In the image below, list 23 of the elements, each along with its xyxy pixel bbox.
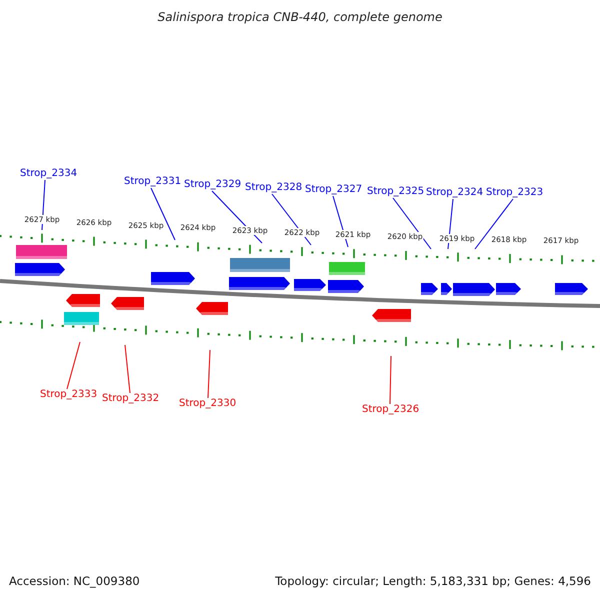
leader-line bbox=[390, 356, 392, 404]
leader-line bbox=[392, 198, 432, 250]
leader-line bbox=[66, 342, 80, 390]
gene-label: Strop_2333 bbox=[40, 389, 98, 401]
genome-info: Accession: NC_009380 bbox=[9, 574, 140, 588]
gene-label: Strop_2326 bbox=[362, 404, 420, 416]
gene-label: Strop_2334 bbox=[20, 168, 78, 180]
leader-line bbox=[150, 188, 176, 240]
gene-label: Strop_2327 bbox=[305, 184, 362, 196]
gene-label: Strop_2323 bbox=[486, 187, 544, 199]
gene-label: Strop_2329 bbox=[184, 179, 242, 191]
gene-label: Strop_2330 bbox=[179, 398, 236, 410]
leader-line bbox=[208, 350, 210, 398]
gene-label: Strop_2325 bbox=[367, 186, 424, 198]
leader-line bbox=[474, 198, 514, 250]
gene-label: Strop_2331 bbox=[124, 176, 182, 188]
diagram-title: Salinispora tropica CNB-440, complete genome bbox=[158, 10, 442, 24]
gene-label: Strop_2328 bbox=[245, 182, 302, 194]
leader-line bbox=[124, 344, 130, 394]
tick-ring bbox=[0, 320, 594, 350]
gene-label: Strop_2324 bbox=[426, 187, 484, 199]
genome-info: Topology: circular; Length: 5,183,331 bp; Genes: 4,596 bbox=[275, 574, 591, 588]
gene-label: Strop_2332 bbox=[102, 393, 160, 405]
